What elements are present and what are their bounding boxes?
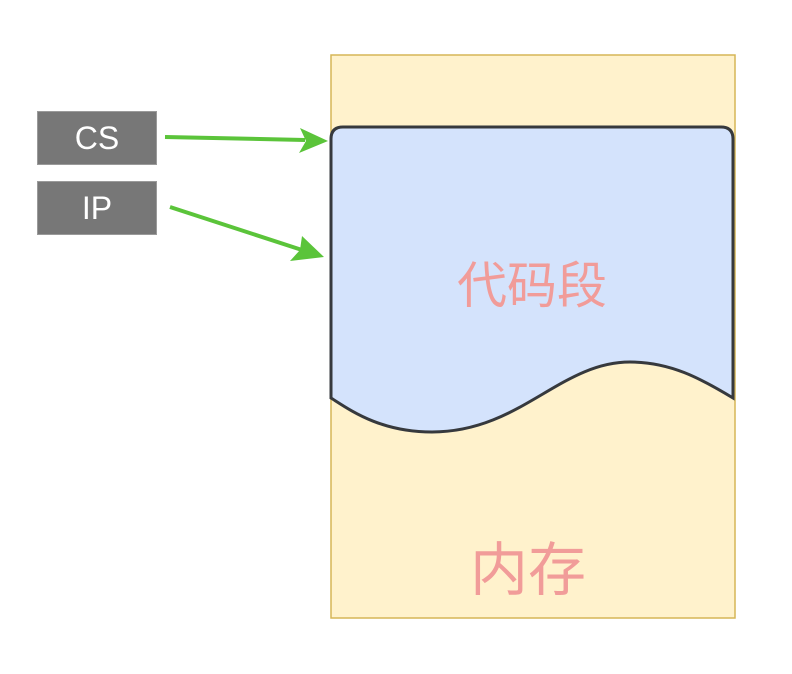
ip-arrow bbox=[169, 205, 324, 261]
code-segment-block bbox=[329, 125, 735, 434]
cs-register-box: CS bbox=[37, 111, 157, 165]
ip-register-label: IP bbox=[81, 189, 113, 226]
ip-register-box: IP bbox=[37, 181, 157, 235]
code-segment-label: 代码段 bbox=[457, 257, 607, 315]
memory-label: 内存 bbox=[470, 536, 586, 604]
cs-register-label: CS bbox=[74, 119, 120, 156]
cs-arrow bbox=[164, 128, 328, 153]
